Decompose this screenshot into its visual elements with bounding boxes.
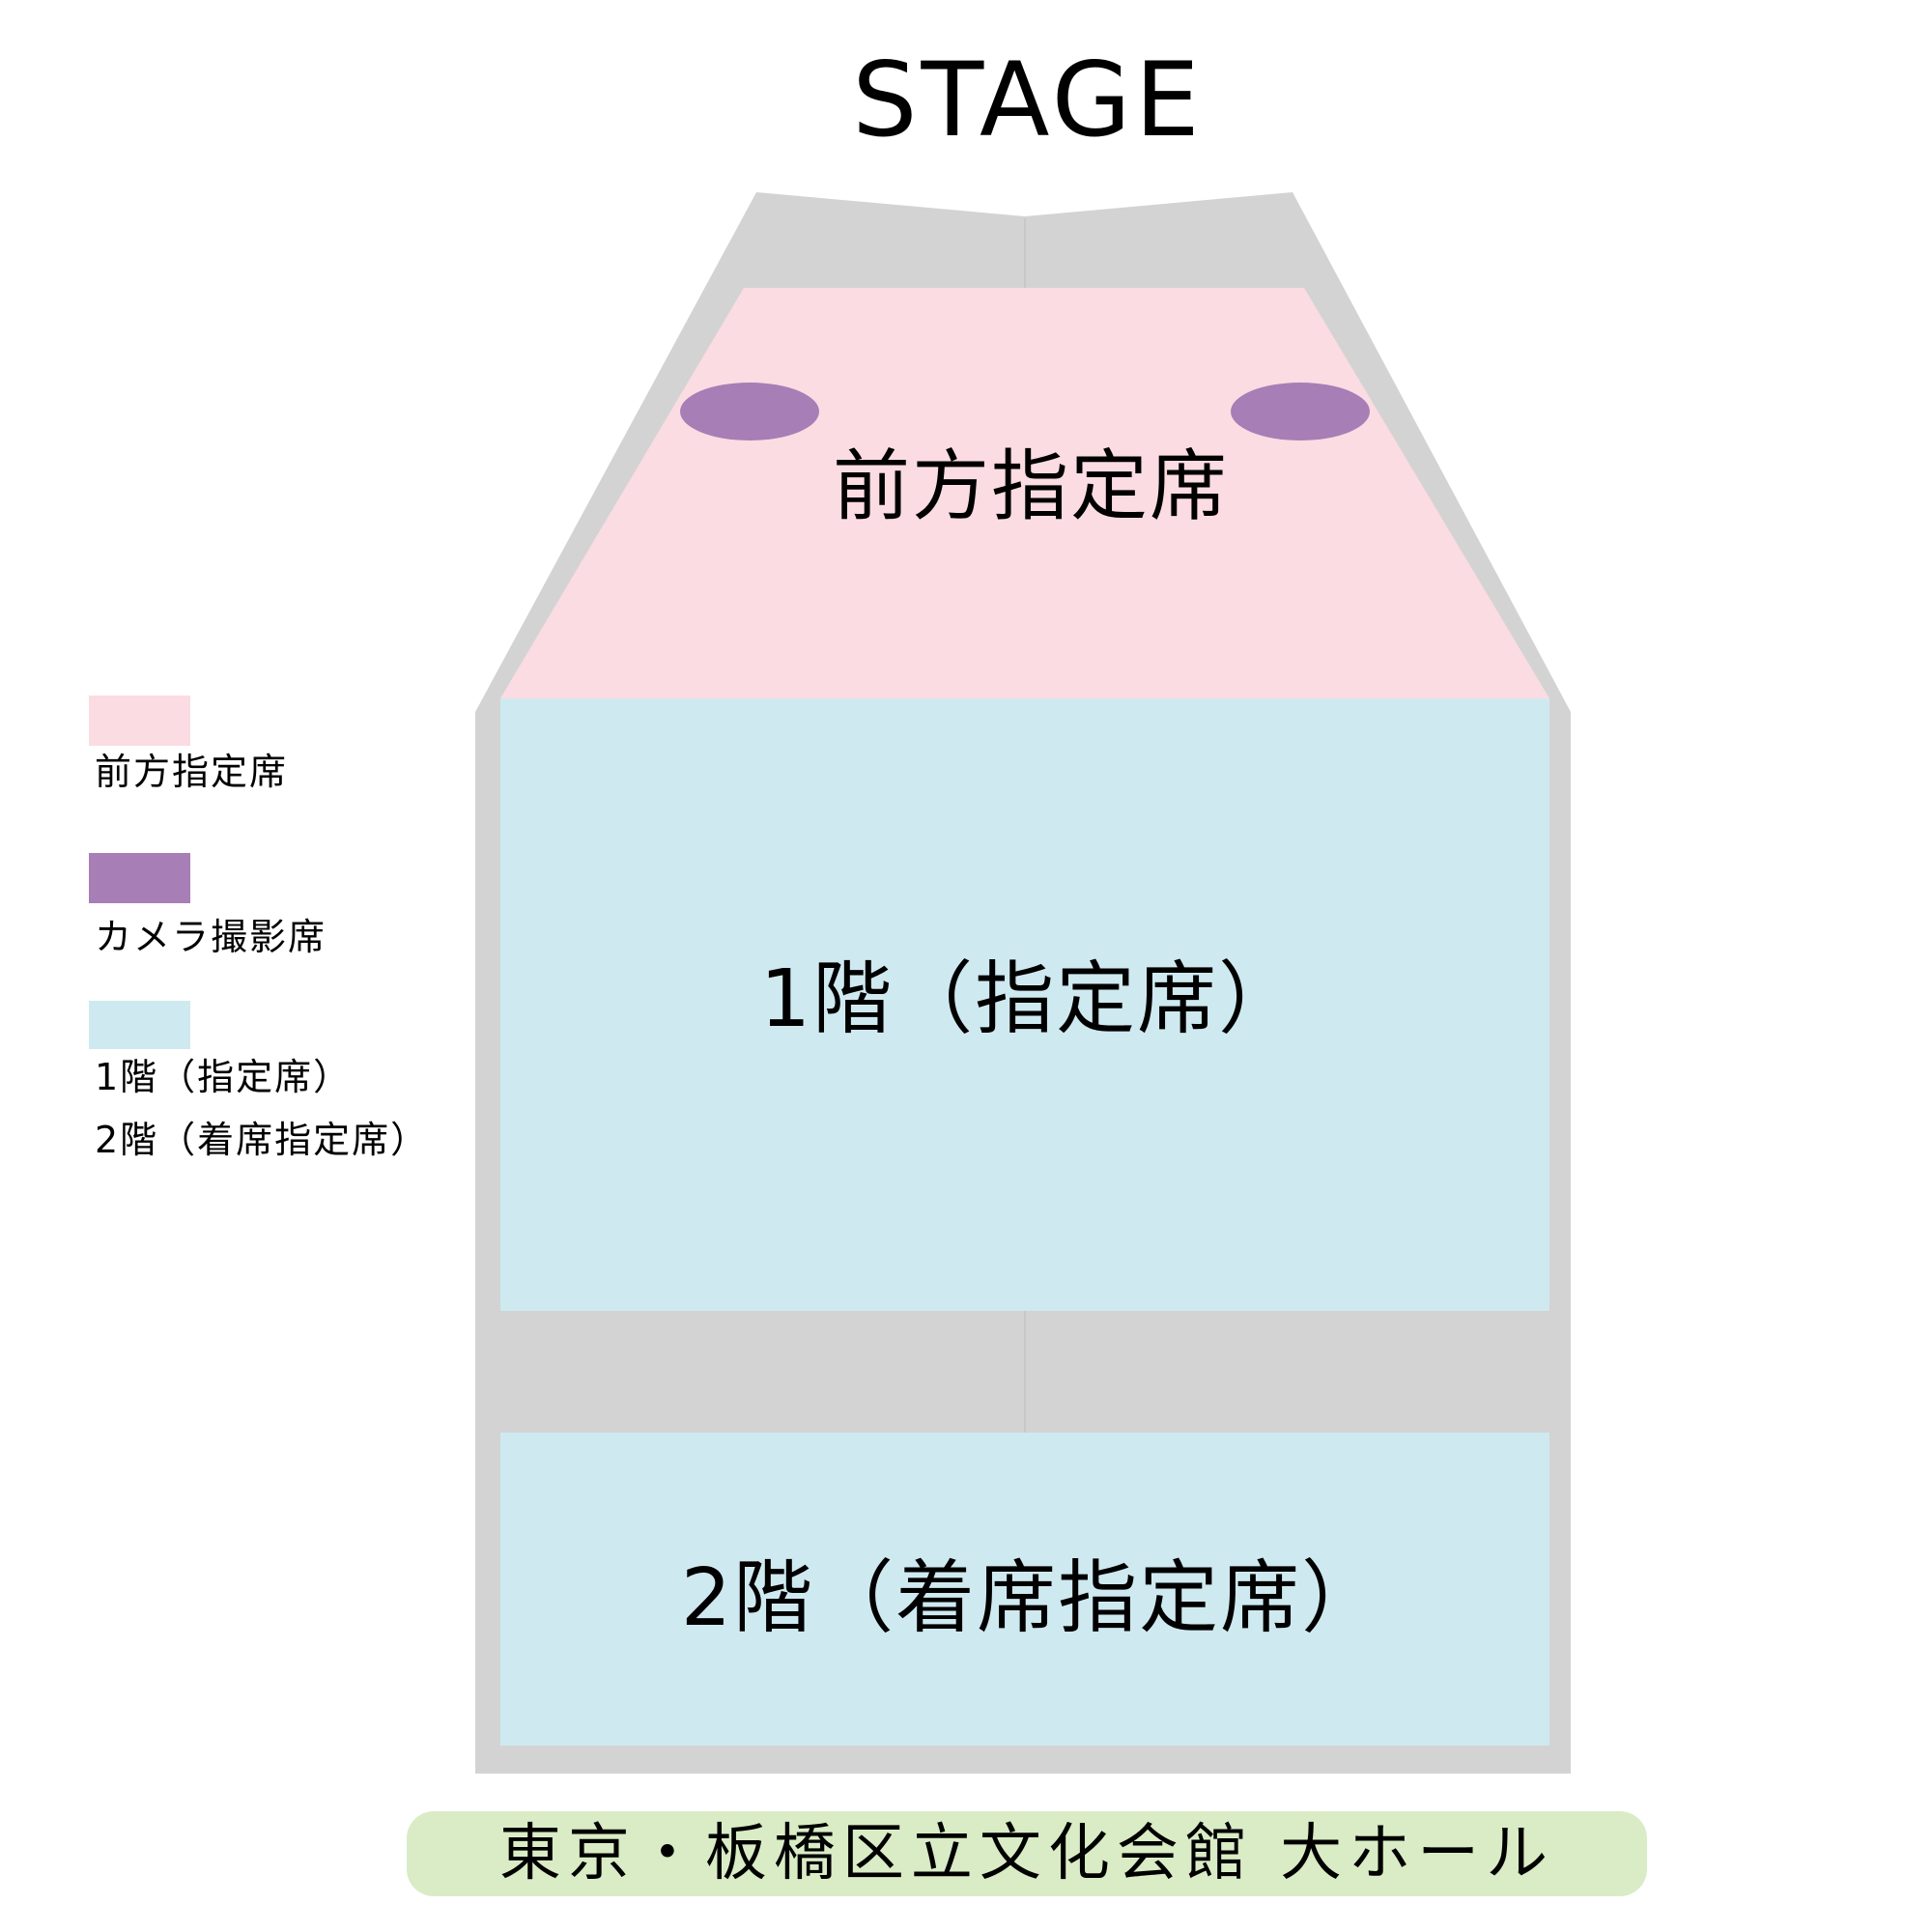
legend-swatch-floor	[89, 1001, 190, 1049]
front-section-label: 前方指定席	[833, 441, 1229, 531]
legend: 前方指定席 カメラ撮影席 1階（指定席） 2階（着席指定席）	[89, 696, 495, 1179]
legend-swatch-camera	[89, 853, 190, 903]
legend-label-camera: カメラ撮影席	[95, 916, 327, 958]
venue-banner: 東京・板橋区立文化会館 大ホール	[407, 1811, 1647, 1896]
venue-name: 東京・板橋区立文化会館 大ホール	[498, 1818, 1555, 1889]
legend-swatch-front	[89, 696, 190, 746]
floor1-section-label: 1階（指定席）	[759, 953, 1300, 1045]
floor1-section	[500, 698, 1549, 1311]
floor2-section-label: 2階（着席指定席）	[680, 1552, 1383, 1644]
camera-seat-right	[1231, 383, 1370, 440]
page-title: STAGE	[852, 41, 1204, 159]
legend-label-floor1: 1階（指定席）	[95, 1056, 353, 1098]
floor2-section	[500, 1433, 1549, 1746]
legend-label-floor2: 2階（着席指定席）	[95, 1119, 430, 1161]
legend-label-front: 前方指定席	[95, 751, 289, 793]
camera-seat-left	[680, 383, 819, 440]
